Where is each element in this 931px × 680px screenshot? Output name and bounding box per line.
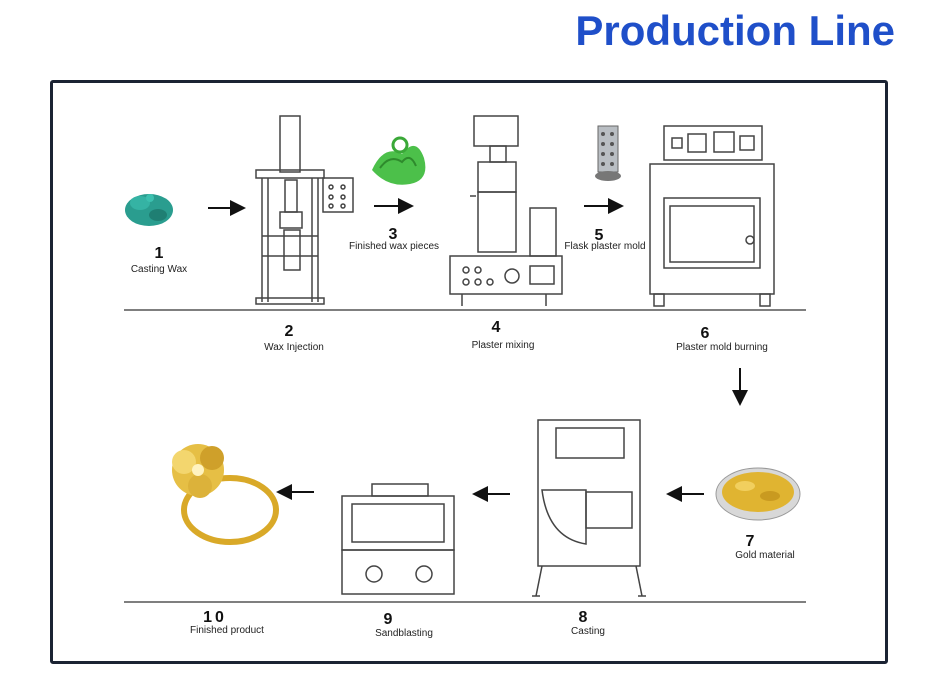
step-1-label: Casting Wax	[131, 264, 187, 275]
sandblasting-machine-icon	[341, 483, 455, 595]
step-4-number: 4	[492, 319, 501, 336]
step-3-label: Finished wax pieces	[349, 241, 439, 252]
step-3-number: 3	[389, 226, 398, 243]
step-6-number: 6	[701, 325, 710, 342]
flask-plaster-mold-image	[595, 125, 621, 181]
step-2-number: 2	[285, 323, 294, 340]
wax-injection-machine-icon	[255, 115, 354, 305]
step-9-number: 9	[384, 611, 393, 628]
plaster-mixing-machine-icon	[449, 115, 563, 306]
step-1-number: 1	[155, 245, 164, 262]
step-8-label: Casting	[571, 626, 605, 637]
casting-wax-image	[125, 194, 173, 226]
gold-material-image	[715, 467, 801, 521]
step-8-number: 8	[579, 609, 588, 626]
casting-machine-icon	[532, 419, 646, 597]
step-6-label: Plaster mold burning	[676, 342, 768, 353]
step-7-label: Gold material	[735, 550, 794, 561]
step-10-number: 10	[203, 609, 227, 626]
finished-ring-image	[172, 444, 279, 545]
page-title: Production Line	[575, 7, 895, 54]
finished-wax-pieces-image	[372, 136, 426, 185]
burning-oven-icon	[649, 125, 775, 307]
step-5-number: 5	[595, 227, 604, 244]
step-10-label: Finished product	[190, 625, 264, 636]
step-9-label: Sandblasting	[375, 628, 433, 639]
step-4-label: Plaster mixing	[472, 340, 535, 351]
diagram-frame	[50, 80, 888, 664]
step-5-label: Flask plaster mold	[564, 241, 645, 252]
step-7-number: 7	[746, 533, 755, 550]
step-2-label: Wax Injection	[264, 342, 324, 353]
